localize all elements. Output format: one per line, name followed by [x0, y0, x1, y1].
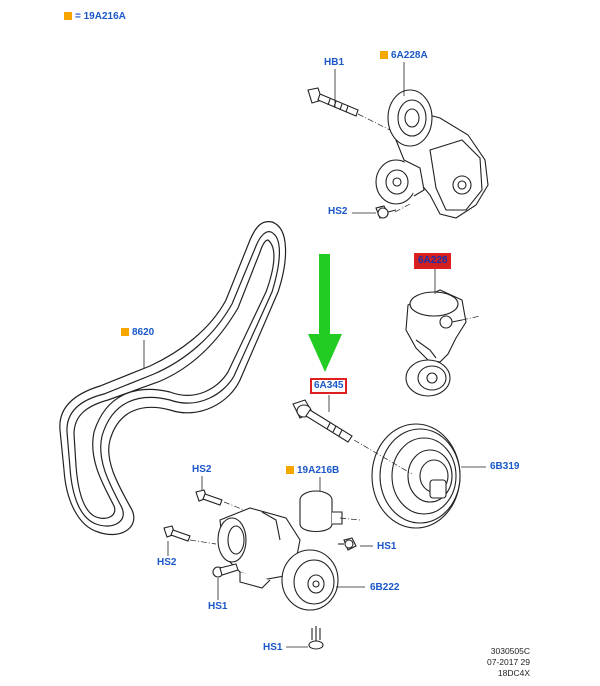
crank-pulley [371, 423, 461, 529]
tensioner-assembly-top [375, 89, 489, 219]
label-6b222: 6B222 [370, 582, 400, 593]
label-hs2-left: HS2 [157, 557, 177, 568]
label-6a228-highlighted: 6A228 [414, 253, 452, 269]
label-19a216b-text: 19A216B [297, 465, 340, 476]
footer-line-3: 18DC4X [497, 668, 530, 678]
label-6a228a-text: 6A228A [391, 50, 428, 61]
label-hb1: HB1 [324, 57, 345, 68]
footer-code: 3030505C 07-2017 29 18DC4X [487, 646, 530, 679]
label-6a345-highlighted: 6A345 [310, 378, 348, 394]
legend-marker [64, 12, 72, 20]
legend: = 19A216A [64, 11, 126, 23]
bolt-hs2-left [163, 525, 191, 542]
marker-6a228a [380, 51, 388, 59]
label-hs1-left: HS1 [208, 601, 228, 612]
bolt-hs2-top [375, 205, 397, 219]
label-19a216b: 19A216B [286, 465, 339, 477]
marker-8620 [121, 328, 129, 336]
bolt-hb1 [307, 87, 359, 117]
label-8620: 8620 [121, 327, 154, 339]
bolt-hs1-left [212, 563, 239, 578]
green-arrow [308, 254, 342, 372]
bolt-hs1-bottom [308, 626, 324, 650]
legend-text: = 19A216A [75, 11, 126, 22]
bolt-6a345 [292, 399, 353, 443]
idler-19a216b [299, 490, 343, 533]
label-hs1-right: HS1 [377, 541, 397, 552]
label-hs2-top: HS2 [328, 206, 348, 217]
label-6a228a: 6A228A [380, 50, 428, 62]
leader-lines [143, 62, 486, 648]
label-8620-text: 8620 [132, 327, 155, 338]
label-6b319: 6B319 [490, 461, 520, 472]
tensioner-6b222 [217, 507, 339, 611]
drive-belt [59, 221, 287, 536]
bolt-hs2-mid [195, 489, 223, 506]
bolt-hs1-right [338, 537, 357, 551]
alignment-lines [189, 113, 481, 545]
tensioner-6a228 [405, 289, 467, 397]
marker-19a216b [286, 466, 294, 474]
footer-line-1: 3030505C [490, 646, 530, 656]
label-hs1-bottom: HS1 [263, 642, 283, 653]
label-hs2-mid: HS2 [192, 464, 212, 475]
footer-line-2: 07-2017 29 [486, 657, 530, 667]
